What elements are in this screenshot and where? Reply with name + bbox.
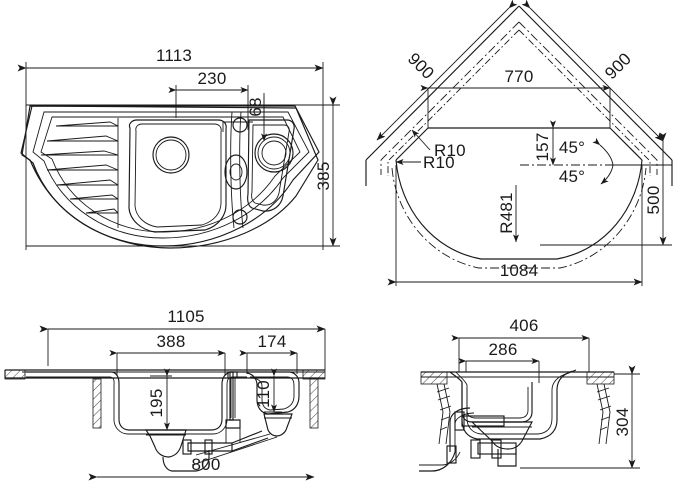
dim-label-770: 770 bbox=[505, 67, 534, 86]
overflow-standpipe bbox=[225, 371, 241, 429]
support-wall-left bbox=[92, 378, 102, 429]
overflow-slot bbox=[224, 154, 248, 190]
side-countertop-slab bbox=[421, 371, 614, 378]
corner-reference-outline bbox=[380, 21, 658, 269]
support-hatch-left bbox=[4, 369, 26, 380]
dim-overall-1084: 1084 bbox=[387, 165, 643, 286]
drainboard-grooves bbox=[40, 121, 119, 214]
corner-reference-outline-2 bbox=[387, 29, 651, 176]
dim-overall-width-1113: 1113 bbox=[17, 46, 324, 72]
view-front-section: 1105 388 174 bbox=[4, 307, 326, 481]
tap-hole-upper bbox=[232, 117, 248, 133]
dim-left-leg-900: 900 bbox=[376, 0, 518, 141]
small-bowl-drain-inner bbox=[257, 136, 291, 170]
dim-label-385: 385 bbox=[314, 162, 333, 191]
support-hatch-right bbox=[302, 369, 326, 380]
dim-label-174: 174 bbox=[258, 332, 287, 351]
dim-label-304: 304 bbox=[613, 408, 632, 437]
support-wall-right bbox=[309, 378, 319, 429]
dim-label-900-left: 900 bbox=[404, 49, 438, 83]
dim-bowl-offset-230: 230 bbox=[168, 69, 249, 93]
dim-label-1105: 1105 bbox=[167, 307, 204, 326]
dim-main-bowl-388: 388 bbox=[109, 332, 226, 376]
dim-label-388: 388 bbox=[157, 332, 186, 351]
dim-cabinet-800: 800 bbox=[88, 455, 315, 481]
plumbing-assembly bbox=[144, 428, 278, 472]
view-corner-template: 900 900 770 R10 R10 bbox=[365, 0, 673, 286]
dim-depth-500: 500 bbox=[540, 132, 672, 246]
dim-label-r10-upper: R10 bbox=[434, 141, 466, 160]
corner-outline bbox=[365, 5, 673, 186]
angle-45-lower: 45° bbox=[559, 164, 614, 186]
dim-cutout-770: 770 bbox=[420, 67, 611, 128]
side-support-hatch-right bbox=[586, 371, 615, 385]
dim-small-depth-110: 110 bbox=[254, 368, 282, 413]
dim-label-230: 230 bbox=[198, 69, 227, 88]
leader-r10-lower: R10 bbox=[395, 153, 455, 172]
angle-45-upper: 45° bbox=[559, 137, 614, 166]
main-bowl-drain-inner bbox=[155, 139, 187, 171]
dim-small-bowl-174: 174 bbox=[239, 332, 298, 374]
dim-label-r481: R481 bbox=[497, 192, 516, 233]
main-bowl-drain-outer bbox=[152, 136, 190, 174]
dim-label-45-upper: 45° bbox=[559, 138, 585, 157]
centre-ledge bbox=[224, 111, 248, 229]
dim-label-800: 800 bbox=[192, 455, 221, 474]
dim-front-width-1105: 1105 bbox=[39, 307, 326, 370]
dim-label-195: 195 bbox=[147, 389, 166, 418]
side-drain-assembly bbox=[419, 407, 533, 472]
dim-label-500: 500 bbox=[644, 186, 663, 215]
dim-right-leg-900: 900 bbox=[521, 0, 664, 142]
template-cutout-body bbox=[395, 127, 643, 260]
side-support-hatch-left bbox=[420, 371, 448, 385]
dim-label-157: 157 bbox=[533, 133, 552, 162]
small-bowl-section bbox=[246, 371, 300, 437]
dim-side-height-304: 304 bbox=[520, 365, 640, 469]
small-bowl-drain-outer bbox=[254, 133, 294, 173]
small-bowl-drain-core bbox=[261, 140, 287, 166]
dim-main-depth-195: 195 bbox=[147, 368, 172, 431]
dim-label-r10-lower: R10 bbox=[423, 153, 455, 172]
side-bowl-profile bbox=[449, 369, 577, 440]
dim-label-406: 406 bbox=[510, 316, 539, 335]
leader-r10-upper: R10 bbox=[411, 129, 466, 160]
view-side-section: 406 286 bbox=[419, 316, 640, 472]
overflow-slot-inner bbox=[229, 163, 243, 181]
tap-hole-lower bbox=[232, 209, 248, 225]
dim-label-45-lower: 45° bbox=[559, 167, 585, 186]
main-bowl-top bbox=[128, 119, 227, 233]
dim-label-110: 110 bbox=[254, 380, 273, 408]
dim-side-outer-406: 406 bbox=[451, 316, 590, 372]
dim-157: 157 bbox=[533, 120, 556, 166]
dim-label-286: 286 bbox=[489, 340, 518, 359]
dim-label-68: 68 bbox=[246, 97, 265, 116]
dim-label-900-right: 900 bbox=[601, 49, 635, 83]
leader-r481: R481 bbox=[497, 185, 519, 243]
dim-depth-385: 385 bbox=[314, 96, 337, 247]
main-bowl-section bbox=[26, 371, 247, 435]
side-support-legs bbox=[436, 383, 612, 445]
view-top-plan: 1113 230 68 385 bbox=[17, 46, 340, 250]
small-bowl-top bbox=[247, 119, 295, 212]
dim-label-1084: 1084 bbox=[500, 261, 539, 280]
dim-label-1113: 1113 bbox=[156, 46, 192, 65]
